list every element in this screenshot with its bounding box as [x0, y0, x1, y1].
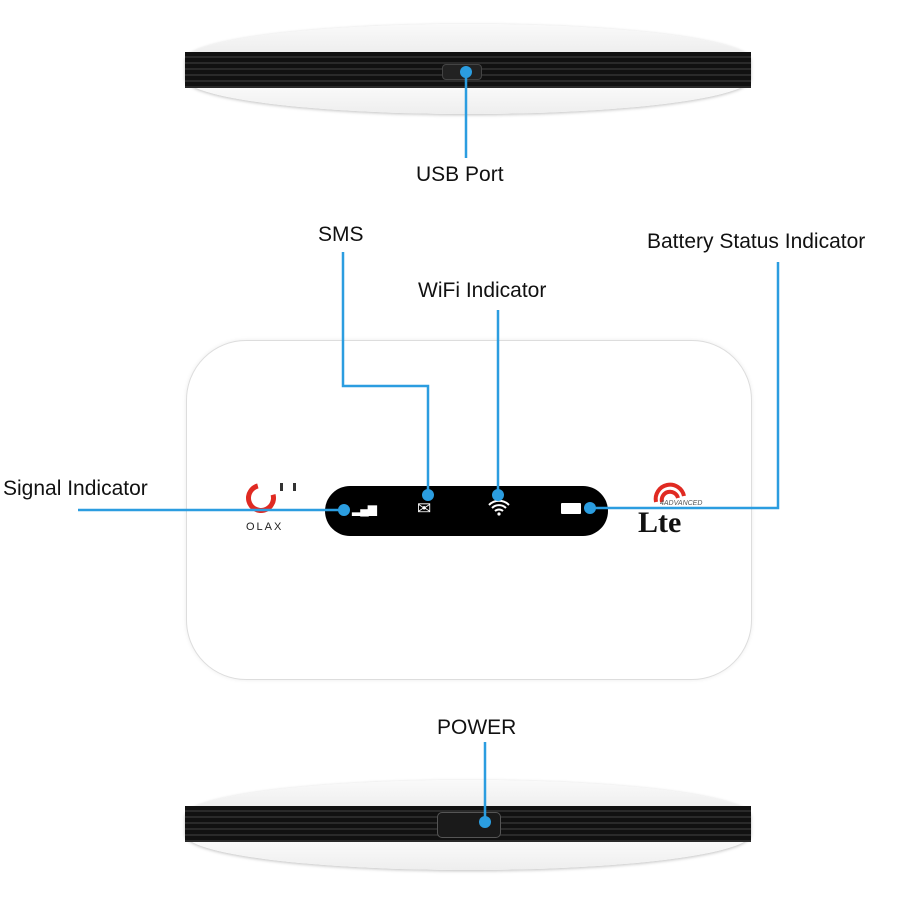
lte-waves-icon — [653, 482, 686, 503]
signal-callout-dot — [338, 504, 350, 516]
lte-logo: 4ADVANCED Lte — [638, 480, 702, 539]
lte-text: Lte — [638, 506, 682, 539]
wifi-callout-dot — [492, 489, 504, 501]
wifi-indicator-label: WiFi Indicator — [418, 279, 547, 302]
power-label: POWER — [437, 716, 517, 739]
battery-callout-dot — [584, 502, 596, 514]
signal-icon: ▂▄▆ — [352, 502, 377, 516]
signal-indicator-label: Signal Indicator — [3, 477, 148, 500]
sms-label: SMS — [318, 223, 364, 246]
indicator-panel — [325, 486, 608, 536]
battery-icon — [561, 503, 581, 514]
sms-callout-line — [341, 252, 430, 495]
usb-callout-dot — [460, 66, 472, 78]
battery-callout-line — [590, 262, 780, 510]
power-button[interactable] — [437, 812, 501, 838]
battery-status-label: Battery Status Indicator — [647, 230, 866, 253]
usb-port-label: USB Port — [416, 163, 504, 186]
sms-callout-dot — [422, 489, 434, 501]
router-bottom-side-view — [185, 780, 751, 870]
lte-sub-text: 4ADVANCED — [660, 500, 703, 507]
wifi-icon — [487, 497, 511, 520]
power-callout-dot — [479, 816, 491, 828]
envelope-icon: ✉ — [417, 499, 432, 518]
olax-logo-text: OLAX — [246, 521, 284, 533]
olax-logo: OLAX — [240, 477, 296, 533]
